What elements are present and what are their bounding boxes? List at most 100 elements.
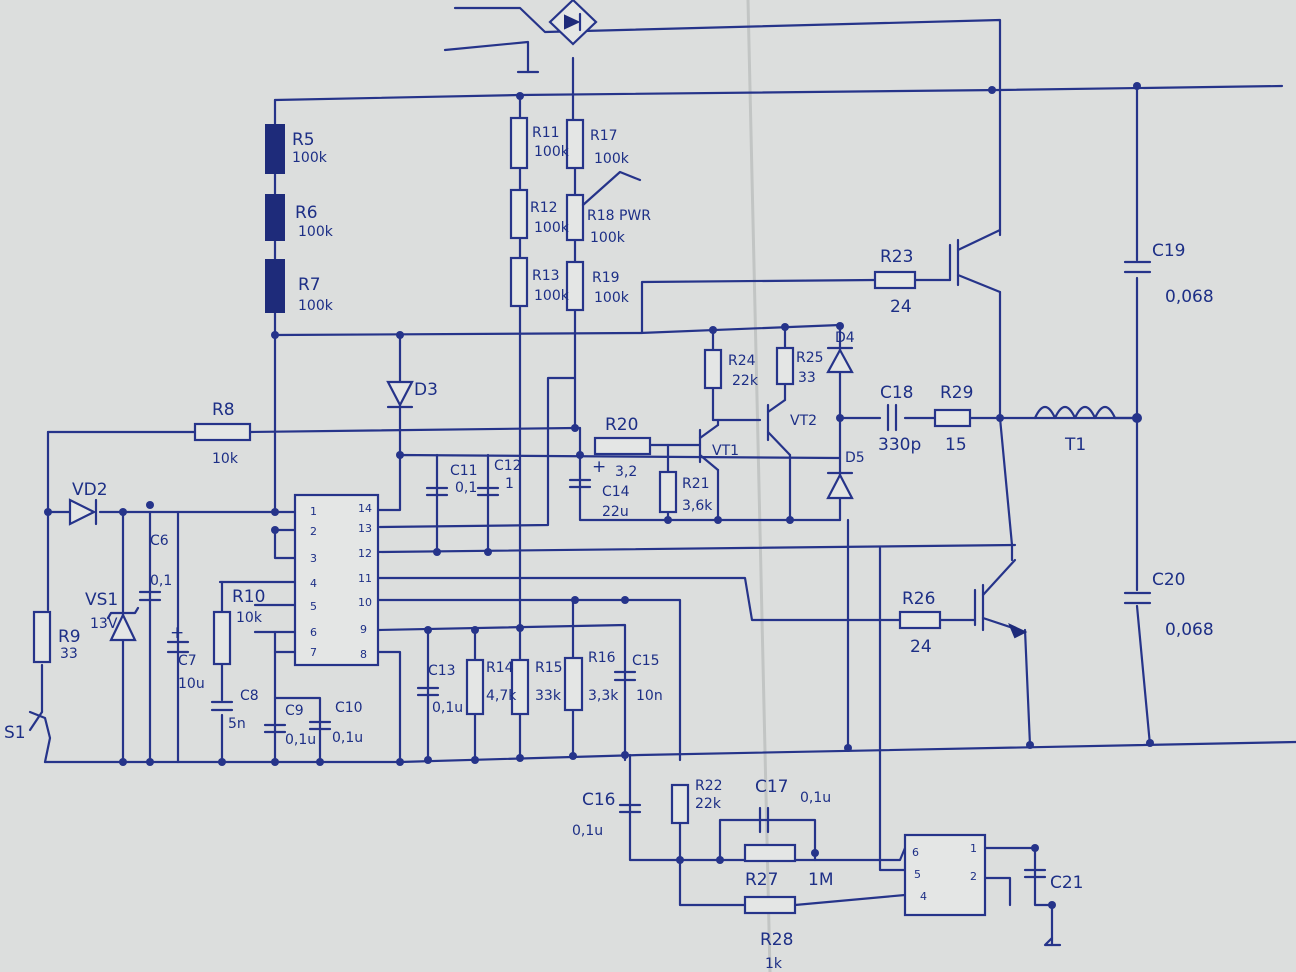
capacitors bbox=[138, 260, 1152, 879]
label-D4: D4 bbox=[835, 330, 855, 346]
label-R14: R14 bbox=[486, 660, 514, 676]
ic1-pin-5: 5 bbox=[310, 600, 317, 613]
ic2-pin2-wire bbox=[983, 876, 1012, 907]
value-C20: 0,068 bbox=[1165, 620, 1214, 640]
r9-body bbox=[32, 610, 52, 664]
junction-dot bbox=[271, 508, 279, 516]
ic1-pin-6: 6 bbox=[310, 626, 317, 639]
value-R9: 33 bbox=[60, 646, 78, 662]
junction-dot bbox=[218, 758, 226, 766]
bridge-wire bbox=[453, 6, 1002, 237]
value-R25: 33 bbox=[798, 370, 816, 386]
switch-wire bbox=[28, 710, 52, 764]
label-C15: C15 bbox=[632, 653, 660, 669]
value-R12: 100k bbox=[534, 220, 570, 236]
switch-s1[interactable] bbox=[28, 710, 44, 732]
label-C16: C16 bbox=[582, 790, 616, 810]
label-C12: C12 bbox=[494, 458, 522, 474]
r23-route-wire bbox=[640, 278, 877, 335]
value-C12: 1 bbox=[505, 476, 514, 492]
value-R24: 22k bbox=[732, 373, 759, 389]
value-R20: 3,2 bbox=[615, 464, 637, 480]
junction-dot bbox=[396, 451, 404, 459]
ic2-pin-6: 6 bbox=[912, 846, 919, 859]
ic2-pin-4: 4 bbox=[920, 890, 927, 903]
junction-dot bbox=[424, 626, 432, 634]
r7-body bbox=[265, 259, 285, 313]
r16-body bbox=[563, 656, 584, 712]
junction-dot bbox=[433, 548, 441, 556]
r5-body bbox=[265, 124, 285, 174]
value-R16: 3,3k bbox=[588, 688, 619, 704]
label-R13: R13 bbox=[532, 268, 560, 284]
r18-body bbox=[565, 193, 585, 242]
vd2-diode bbox=[68, 498, 98, 526]
ic1-pin-13: 13 bbox=[358, 522, 372, 535]
ic2-pin-labels: 6 5 4 1 2 bbox=[912, 842, 977, 903]
value-R8: 10k bbox=[212, 451, 239, 467]
value-R10: 10k bbox=[236, 610, 263, 626]
ic1-pin-2: 2 bbox=[310, 525, 317, 538]
ic1-pin-7: 7 bbox=[310, 646, 317, 659]
ic1-pin-14: 14 bbox=[358, 502, 372, 515]
junctions bbox=[44, 82, 1154, 909]
value-R22: 22k bbox=[695, 796, 722, 812]
ic2-pin-2: 2 bbox=[970, 870, 977, 883]
value-C16: 0,1u bbox=[572, 823, 603, 839]
r27-body bbox=[743, 843, 797, 863]
label-VD2: VD2 bbox=[72, 480, 108, 500]
junction-dot bbox=[471, 756, 479, 764]
junction-dot bbox=[516, 754, 524, 762]
label-R7: R7 bbox=[298, 275, 321, 295]
r8-right-wire bbox=[248, 426, 577, 434]
label-R21: R21 bbox=[682, 476, 710, 492]
r18-wiper bbox=[581, 170, 642, 207]
junction-dot bbox=[1031, 844, 1039, 852]
label-R15: R15 bbox=[535, 660, 563, 676]
pin3-wire bbox=[273, 528, 297, 560]
junction-dot bbox=[1048, 901, 1056, 909]
c21-wire bbox=[983, 846, 1054, 947]
label-R17: R17 bbox=[590, 128, 618, 144]
ic1-pin-10: 10 bbox=[358, 596, 372, 609]
r21-body bbox=[658, 470, 678, 514]
junction-dot bbox=[271, 758, 279, 766]
r28-body bbox=[743, 895, 797, 915]
d5-diode bbox=[826, 471, 854, 500]
label-R20: R20 bbox=[605, 415, 638, 435]
label-C7: C7 bbox=[178, 653, 197, 669]
r26-body bbox=[898, 610, 942, 630]
pin9-wire bbox=[376, 623, 627, 762]
label-C19: C19 bbox=[1152, 241, 1186, 261]
value-R26: 24 bbox=[910, 637, 932, 657]
vt1-transistor bbox=[698, 418, 720, 472]
pin13-wire bbox=[378, 376, 577, 529]
value-C15: 10n bbox=[636, 688, 663, 704]
vt2-transistor bbox=[766, 398, 792, 457]
label-C14: C14 bbox=[602, 484, 630, 500]
junction-dot bbox=[576, 451, 584, 459]
r24-body bbox=[703, 348, 723, 390]
label-R18: R18 PWR bbox=[587, 208, 651, 224]
lower-emitter-wire bbox=[1023, 628, 1032, 747]
junction-dot bbox=[271, 526, 279, 534]
value-R6: 100k bbox=[298, 224, 334, 240]
r12-body bbox=[509, 188, 529, 240]
label-R28: R28 bbox=[760, 930, 793, 950]
label-R6: R6 bbox=[295, 203, 318, 223]
bridge-rectifier bbox=[548, 0, 598, 46]
label-R23: R23 bbox=[880, 247, 913, 267]
label-C11: C11 bbox=[450, 463, 478, 479]
label-R25: R25 bbox=[796, 350, 824, 366]
junction-dot bbox=[484, 548, 492, 556]
junction-dot bbox=[271, 331, 279, 339]
junction-dot bbox=[836, 322, 844, 330]
value-C6: 0,1 bbox=[150, 573, 172, 589]
label-VT1: VT1 bbox=[712, 443, 739, 459]
t1-inductor bbox=[1033, 405, 1139, 420]
label-D5: D5 bbox=[845, 450, 865, 466]
plus-C7: + bbox=[170, 623, 184, 643]
ic2-pin-5: 5 bbox=[914, 868, 921, 881]
